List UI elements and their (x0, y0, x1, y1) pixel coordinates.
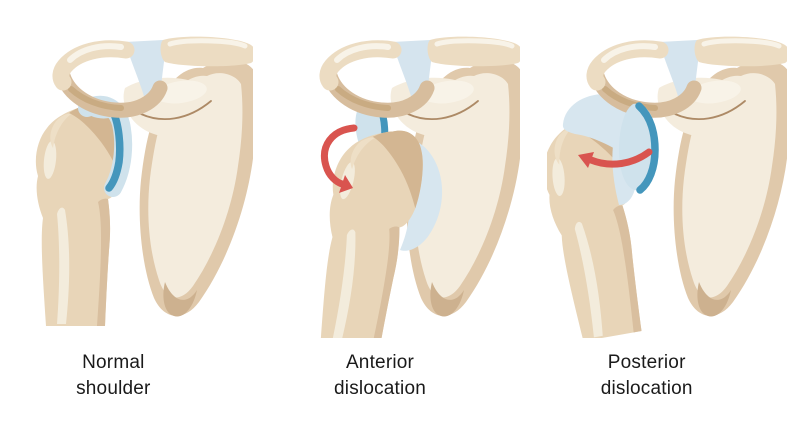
humerus (36, 102, 124, 326)
scapular-spine-line (140, 100, 213, 120)
label-line: Anterior (345, 352, 415, 373)
label-line: Normal (82, 352, 145, 373)
label-line: dislocation (334, 378, 426, 399)
clavicle-acromion-complex (52, 36, 254, 118)
posterior-dislocation-label: Posterior dislocation (601, 350, 693, 402)
label-line: Posterior (607, 352, 686, 373)
scapular-spine-line (407, 100, 479, 120)
panel-anterior-dislocation: Anterior dislocation (267, 0, 534, 440)
posterior-shoulder-drawing (546, 36, 787, 338)
normal-shoulder-illustration (13, 28, 254, 338)
posterior-dislocation-arrow-icon (577, 148, 653, 168)
anterior-dislocation-label: Anterior dislocation (334, 350, 426, 402)
clavicle-acromion-complex (319, 36, 520, 118)
anterior-dislocation-arrow-icon (321, 124, 358, 193)
clavicle-acromion-complex (586, 36, 787, 118)
posterior-dislocation-illustration (546, 28, 787, 338)
label-line: dislocation (600, 378, 693, 399)
glenoid-cartilage (618, 102, 659, 194)
label-line: shoulder (76, 378, 151, 399)
anterior-shoulder-drawing (319, 36, 520, 338)
normal-shoulder-label: Normal shoulder (76, 350, 150, 402)
normal-shoulder-drawing (36, 36, 254, 326)
anterior-dislocation-illustration (280, 28, 520, 338)
scapular-spine-line (673, 100, 746, 120)
panel-normal-shoulder: Normal shoulder (0, 0, 267, 440)
panel-posterior-dislocation: Posterior dislocation (533, 0, 800, 440)
